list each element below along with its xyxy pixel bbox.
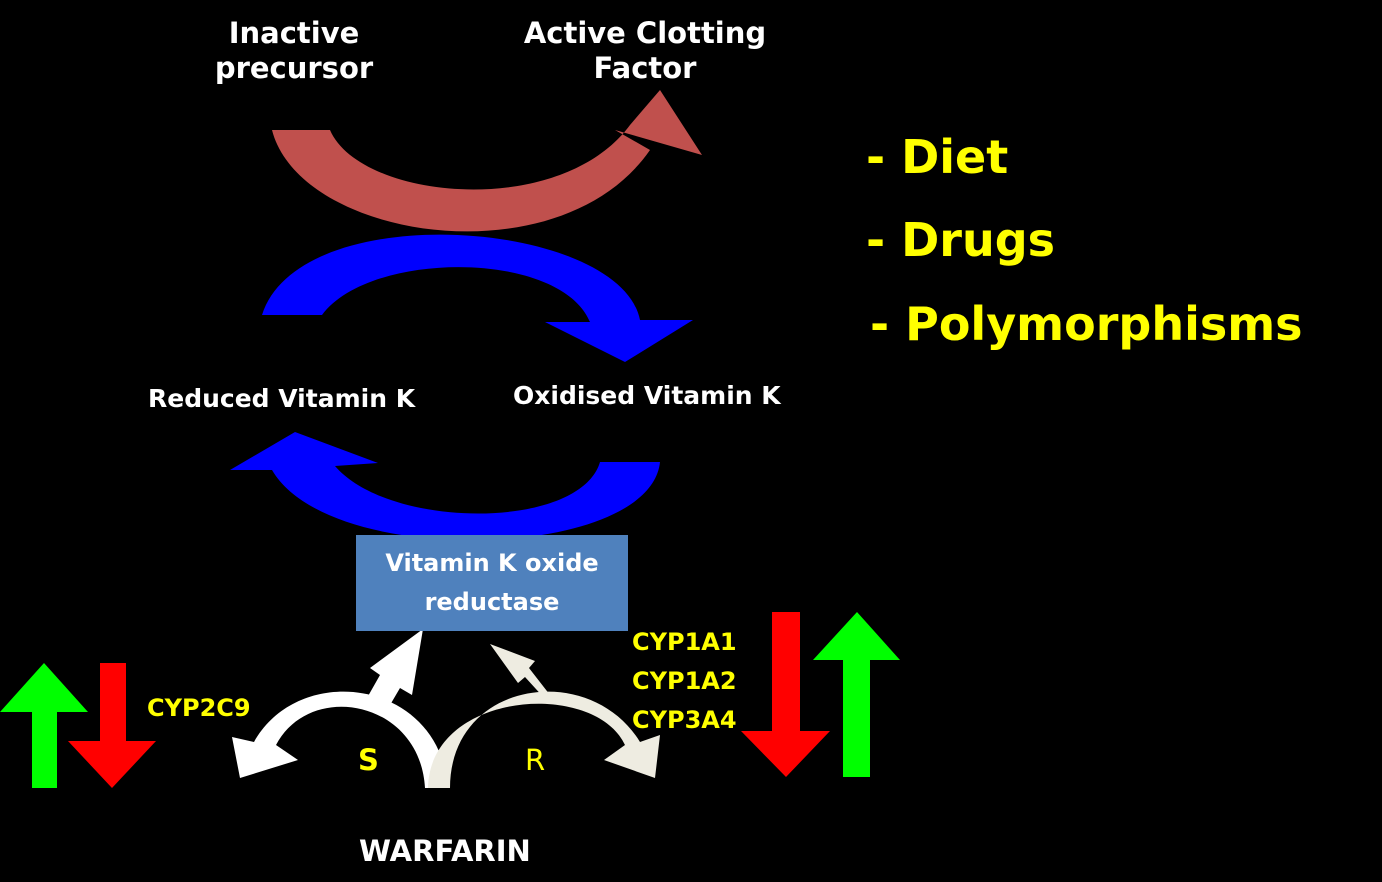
cyp-right-2: CYP1A2 — [632, 667, 737, 695]
up-arrow-icon — [0, 663, 88, 788]
r-enantiomer-label: R — [525, 743, 546, 777]
warfarin-label: WARFARIN — [359, 834, 531, 868]
r-curved-arrow — [428, 691, 660, 788]
cyp-right-labels: CYP1A1 CYP1A2 CYP3A4 — [632, 623, 737, 740]
oxidised-vitamin-k-label: Oxidised Vitamin K — [513, 381, 781, 410]
cyp-right-1: CYP1A1 — [632, 628, 737, 656]
inactive-precursor-line-2: precursor — [214, 51, 374, 86]
s-warfarin-arrows — [232, 629, 448, 788]
active-factor-line-1: Active Clotting — [523, 16, 767, 50]
vitk-reduction-arrow — [230, 432, 660, 541]
enzyme-box: Vitamin K oxide reductase — [356, 535, 628, 631]
carboxylation-arrow — [272, 90, 702, 232]
s-inhibition-arrow — [363, 629, 423, 717]
r-inhibition-arrow — [490, 644, 550, 700]
vitk-oxidation-arrow — [262, 234, 693, 362]
cyp-left-label: CYP2C9 — [147, 694, 251, 722]
cyp-right-3: CYP3A4 — [632, 706, 737, 734]
s-curved-arrow — [232, 691, 448, 788]
factor-diet: - Diet — [866, 130, 1009, 184]
active-factor-label: Active Clotting Factor — [520, 16, 770, 87]
active-factor-line-2: Factor — [593, 51, 697, 86]
down-arrow-icon — [68, 663, 156, 788]
s-enantiomer-label: S — [358, 743, 379, 777]
enzyme-line-1: Vitamin K oxide — [385, 549, 599, 577]
reduced-vitamin-k-label: Reduced Vitamin K — [148, 384, 416, 413]
inactive-precursor-label: Inactive precursor — [214, 16, 374, 87]
inactive-precursor-line-1: Inactive — [228, 16, 360, 50]
up-arrow-icon — [813, 612, 900, 777]
down-arrow-icon — [741, 612, 830, 777]
enzyme-line-2: reductase — [424, 588, 560, 616]
r-warfarin-arrows — [428, 644, 660, 788]
factor-drugs: - Drugs — [866, 213, 1056, 267]
factor-polymorphisms: - Polymorphisms — [870, 297, 1303, 351]
